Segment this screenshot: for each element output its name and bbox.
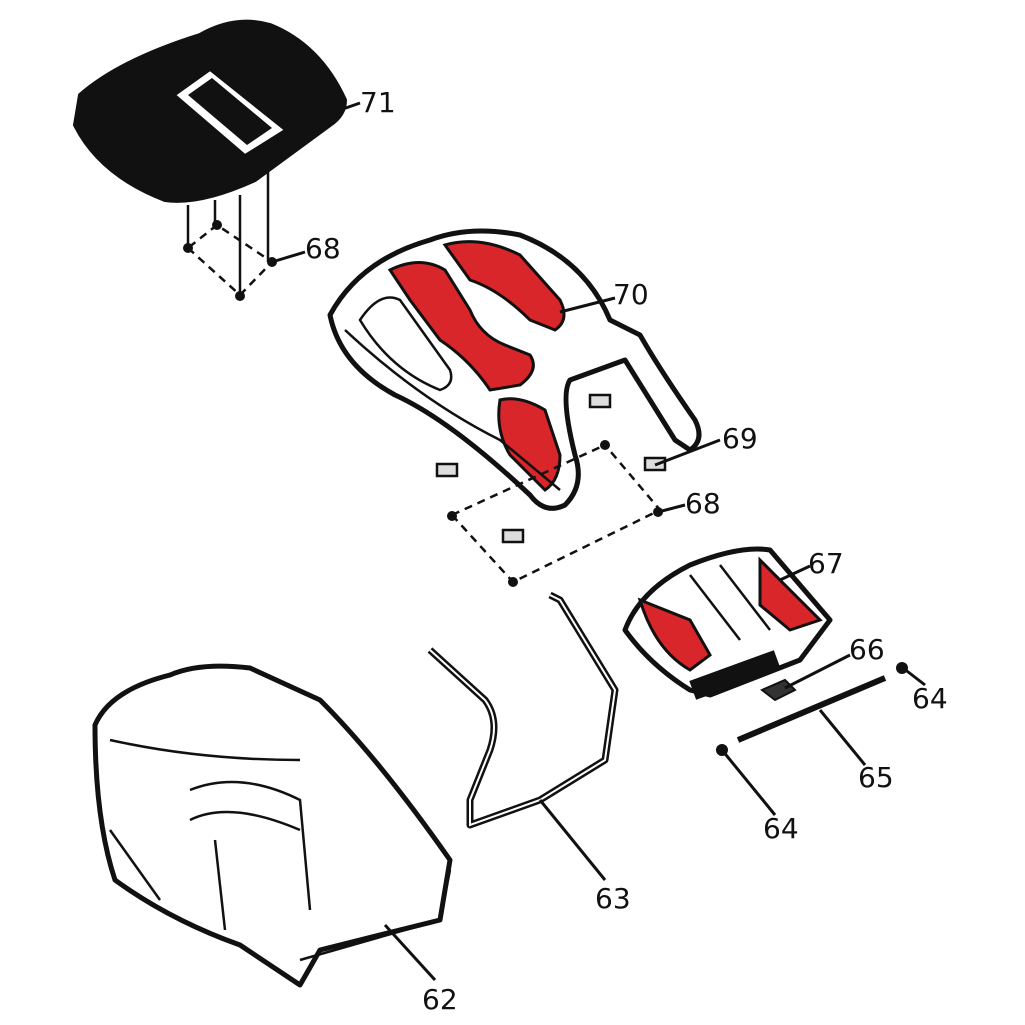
label-69: 69 (722, 422, 758, 455)
leader-65 (818, 709, 867, 766)
part-67-flap (622, 546, 833, 700)
part-70-frame (327, 228, 702, 511)
leader-68b (657, 503, 686, 514)
part-66-spring (760, 678, 797, 702)
label-63: 63 (595, 882, 631, 915)
part-71-cover (72, 19, 348, 295)
label-66: 66 (849, 633, 885, 666)
leader-66 (784, 653, 851, 690)
part-69-clips-and-68-screws (435, 393, 667, 587)
label-62: 62 (422, 983, 458, 1016)
leader-68a (271, 250, 306, 264)
label-65: 65 (858, 761, 894, 794)
label-70: 70 (613, 278, 649, 311)
label-64-right: 64 (912, 682, 948, 715)
leader-69 (654, 438, 721, 467)
leader-67 (779, 564, 811, 582)
part-65-rod (736, 675, 887, 743)
label-71: 71 (360, 86, 396, 119)
part-68-screws-top (183, 220, 277, 301)
label-64-left: 64 (763, 812, 799, 845)
leader-63 (538, 799, 607, 881)
label-67: 67 (808, 547, 844, 580)
label-68-bottom: 68 (685, 487, 721, 520)
leader-71 (339, 101, 361, 112)
leader-64a (902, 666, 926, 687)
label-68-top: 68 (305, 232, 341, 265)
leader-64b (720, 749, 777, 816)
part-63-handle (427, 591, 619, 829)
leader-62 (383, 923, 437, 982)
part-62-grass-bag (92, 663, 453, 988)
leader-70 (559, 296, 616, 314)
